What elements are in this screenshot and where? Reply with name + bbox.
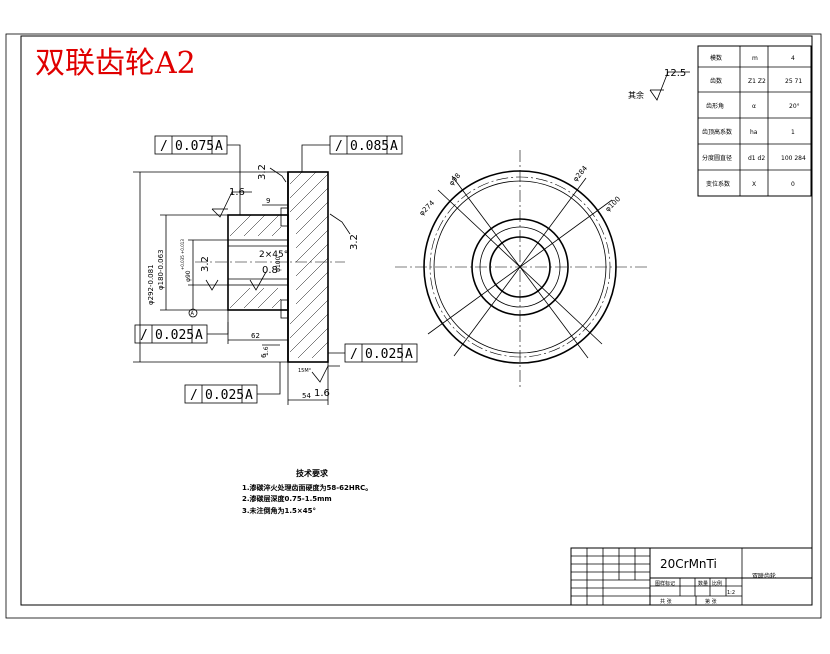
dim-small-6: 6 — [260, 353, 268, 358]
dim-outer-diameter: φ292-0.081 — [147, 264, 155, 305]
hub-circle — [471, 218, 569, 316]
roughness-16-top: 1.6 — [229, 187, 245, 198]
dim-bore-diameter: φ90 — [185, 270, 192, 282]
gear-table-name-1: 齿数 — [710, 77, 722, 85]
default-roughness-value: 12.5 — [664, 68, 686, 79]
default-roughness-label: 其余 — [628, 90, 644, 100]
fcf-mid-right: / 0.025 A — [328, 343, 418, 363]
notes-item-1: 1.渗碳淬火处理齿面硬度为58-62HRC。 — [242, 483, 372, 492]
gear-table-symbol-4: d1 d2 — [748, 155, 765, 162]
dim-bore2-diameter: φ100 — [275, 256, 282, 272]
bore-circle — [489, 236, 551, 298]
default-roughness-symbol: 12.5 其余 — [628, 68, 690, 101]
gear-table-value-3: 1 — [791, 129, 795, 136]
gear-table-value-4: 100 284 — [781, 155, 806, 162]
dim-chamfer: 2×45° — [259, 250, 288, 260]
tb-scale: 1:2 — [727, 590, 735, 596]
roughness-32-right: 3.2 — [349, 234, 360, 250]
fcf-bottom: / 0.025 A — [184, 362, 281, 404]
tb-sheet-no: 第 张 — [705, 598, 717, 605]
tb-weight-label: 图样标记 — [655, 580, 675, 587]
gear-table-symbol-5: X — [752, 181, 756, 188]
roughness-32-top: 3.2 — [257, 164, 268, 180]
gear-table-name-5: 变位系数 — [706, 180, 730, 188]
dim-small-9: 9 — [266, 197, 270, 205]
gear-table-symbol-1: Z1 Z2 — [748, 78, 766, 85]
svg-text:/: / — [190, 388, 198, 403]
fcf-mid-left-datum: A — [195, 328, 203, 343]
hub-inner-circle — [479, 226, 561, 308]
notes-item-3: 3.未注倒角为1.5×45° — [242, 506, 316, 515]
roughness-16-bottom: 1.6 — [314, 388, 330, 399]
title-block: 20CrMnTi 双联齿轮 图样标记 数量 比例 1:2 共 张 第 张 — [570, 547, 813, 606]
dim-bottom-note: 15M° — [298, 368, 312, 374]
roughness-32-bore: 3.2 — [200, 256, 211, 272]
fcf-top-left: / 0.075 A — [154, 135, 241, 215]
gear-table-name-4: 分度圆直径 — [702, 154, 732, 162]
fcf-mid-right-datum: A — [405, 347, 413, 362]
svg-text:/: / — [160, 139, 168, 154]
side-dim-274: φ274 — [418, 199, 437, 218]
drawing-title: 双联齿轮A2 — [35, 46, 196, 81]
gear-table-symbol-2: α — [752, 103, 756, 110]
fcf-top-left-tol: 0.075 — [175, 139, 214, 154]
inner-frame — [20, 35, 813, 606]
gear-table-symbol-3: ha — [750, 129, 758, 136]
svg-text:/: / — [140, 328, 148, 343]
gear-table-value-5: 0 — [791, 181, 795, 188]
notes-heading: 技术要求 — [296, 468, 329, 478]
fcf-mid-left: / 0.025 A — [134, 322, 229, 344]
notes-item-2: 2.渗碳层深度0.75-1.5mm — [242, 494, 332, 503]
fcf-mid-left-tol: 0.025 — [155, 328, 194, 343]
tb-part-name: 双联齿轮 — [752, 572, 776, 580]
tb-scale-label: 比例 — [712, 580, 722, 587]
gear-table-symbol-0: m — [752, 55, 758, 62]
gear-table-value-1: 25 71 — [785, 78, 802, 85]
root-circle — [433, 180, 607, 354]
dim-hub-length: 62 — [251, 332, 260, 340]
tb-count-label: 数量 — [698, 580, 708, 587]
side-dim-98: φ98 — [447, 172, 462, 188]
gear-table-name-3: 齿顶高系数 — [702, 128, 732, 136]
svg-text:/: / — [350, 347, 358, 362]
fcf-top-right-tol: 0.085 — [350, 139, 389, 154]
dim-hub-diameter: φ180-0.063 — [157, 249, 165, 290]
side-dim-100: φ100 — [604, 195, 622, 213]
technical-notes: 技术要求 1.渗碳淬火处理齿面硬度为58-62HRC。 2.渗碳层深度0.75-… — [242, 468, 372, 515]
fcf-top-left-datum: A — [215, 139, 223, 154]
dim-width: 54 — [302, 392, 311, 400]
svg-text:/: / — [335, 139, 343, 154]
gear-parameter-table: 模数 m 4 齿数 Z1 Z2 25 71 齿形角 α 20° 齿顶高系数 ha… — [697, 45, 812, 197]
dim-bore-tolerance: +0.035 +0.013 — [180, 239, 185, 270]
outer-frame — [5, 33, 822, 619]
side-view: φ274 φ98 φ284 φ100 — [395, 150, 648, 390]
pitch-circle — [429, 176, 611, 358]
side-dim-284: φ284 — [571, 164, 589, 183]
tb-sheet-total: 共 张 — [660, 598, 672, 605]
gear-table-name-2: 齿形角 — [706, 102, 724, 110]
gear-table-name-0: 模数 — [710, 54, 722, 62]
addendum-circle — [423, 170, 617, 364]
roughness-08: 0.8 — [262, 265, 278, 276]
fcf-bottom-tol: 0.025 — [205, 388, 244, 403]
fcf-bottom-datum: A — [245, 388, 253, 403]
section-hatching — [229, 171, 329, 359]
fcf-top-right-datum: A — [390, 139, 398, 154]
fcf-mid-right-tol: 0.025 — [365, 347, 404, 362]
section-view: φ292-0.081 φ180-0.063 φ90 +0.035 +0.013 … — [133, 135, 418, 405]
roughness-16-small: 1.6 — [263, 346, 270, 356]
gear-table-value-0: 4 — [791, 55, 795, 62]
fcf-top-right: / 0.085 A — [301, 135, 403, 172]
gear-table-value-2: 20° — [789, 103, 800, 110]
datum-a-label: A — [191, 311, 195, 317]
tb-material: 20CrMnTi — [660, 557, 717, 571]
